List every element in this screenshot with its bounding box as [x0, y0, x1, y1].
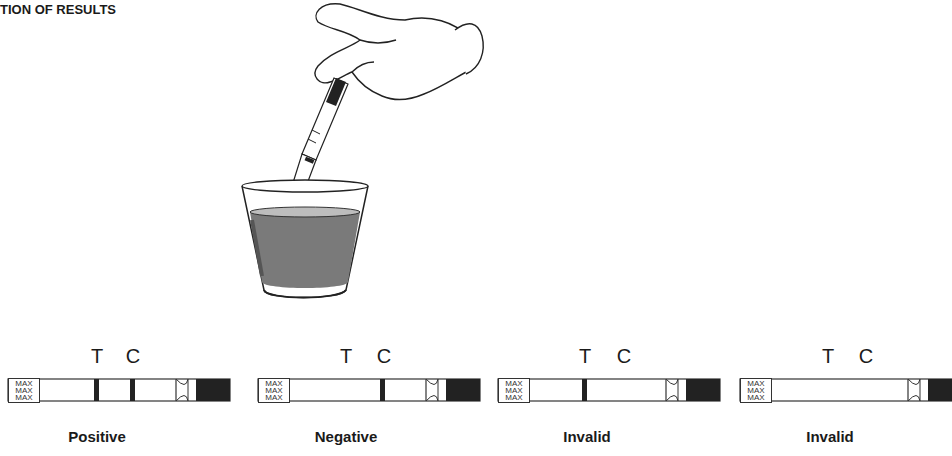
test-strip [292, 78, 348, 192]
result-caption: Invalid [563, 428, 611, 445]
control-line [130, 379, 135, 401]
control-letter: C [126, 345, 140, 368]
max-box: MAX MAX MAX [8, 378, 40, 403]
test-letter: T [822, 345, 834, 368]
max-box: MAX MAX MAX [740, 378, 772, 403]
result-caption: Positive [68, 428, 126, 445]
max-mark: MAX MAX MAX [743, 380, 769, 401]
test-letter: T [340, 345, 352, 368]
control-line [380, 379, 385, 401]
test-line [582, 379, 587, 401]
result-caption: Negative [315, 428, 378, 445]
max-mark: MAX MAX MAX [11, 380, 37, 401]
glass [242, 180, 368, 298]
test-line [94, 379, 99, 401]
max-box: MAX MAX MAX [498, 378, 530, 403]
heading: TION OF RESULTS [0, 2, 116, 17]
test-letter: T [579, 345, 591, 368]
max-mark: MAX MAX MAX [261, 380, 287, 401]
test-letter: T [91, 345, 103, 368]
control-letter: C [617, 345, 631, 368]
control-letter: C [377, 345, 391, 368]
control-letter: C [859, 345, 873, 368]
result-caption: Invalid [806, 428, 854, 445]
max-box: MAX MAX MAX [258, 378, 290, 403]
max-mark: MAX MAX MAX [501, 380, 527, 401]
